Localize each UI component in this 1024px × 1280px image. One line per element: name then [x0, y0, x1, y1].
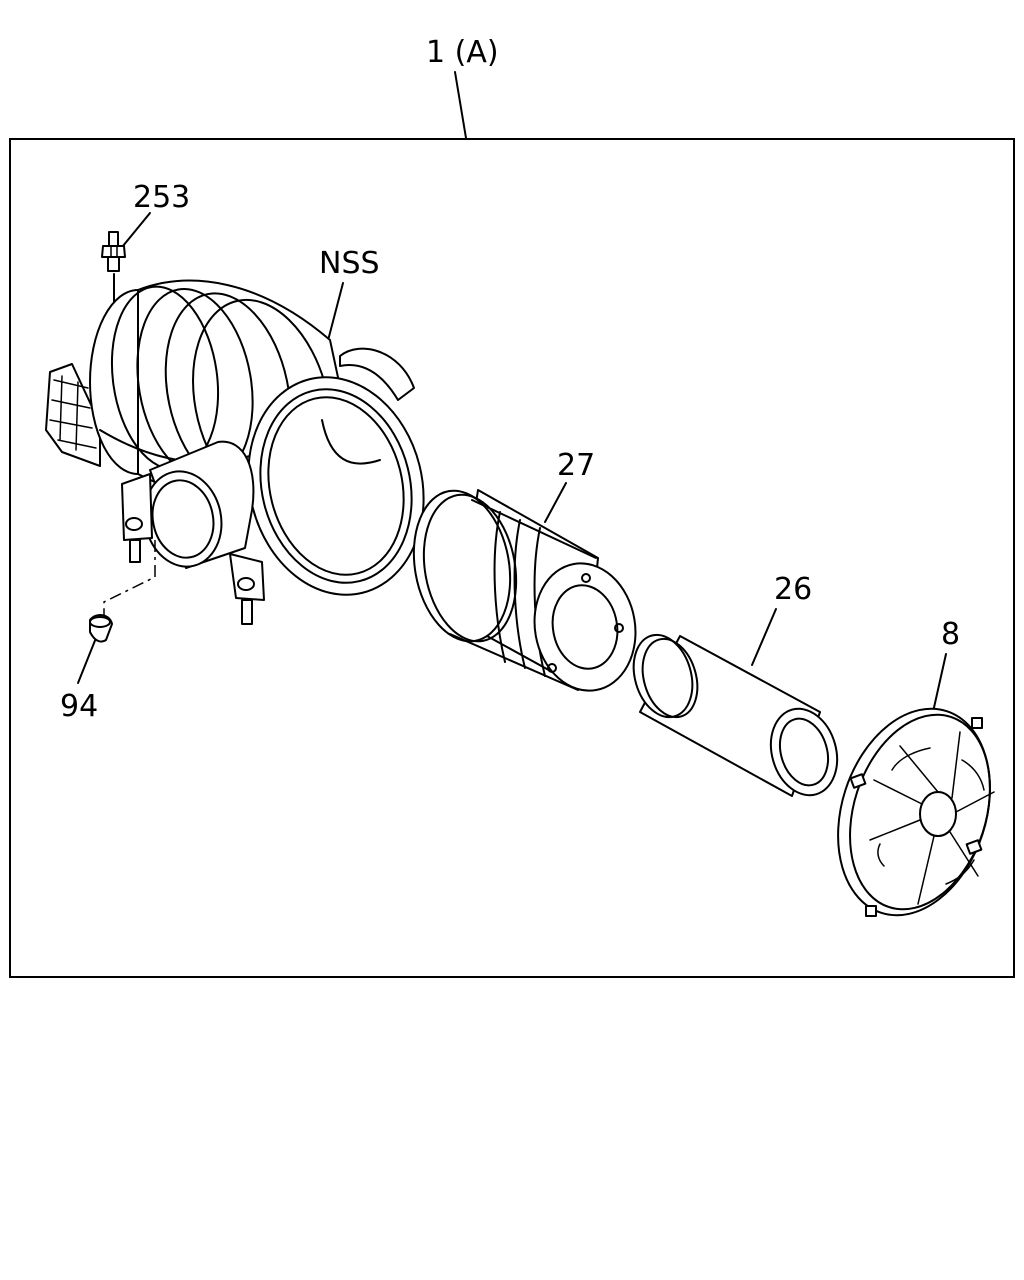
leader-8: [932, 653, 947, 713]
callout-8: 8: [941, 617, 960, 652]
assembly-frame: [9, 138, 1015, 978]
dust-valve-part-94: [89, 614, 113, 643]
housing-body-nss: [45, 279, 425, 625]
bolt-part-253: [101, 231, 126, 331]
cover-part-8: [837, 707, 995, 917]
inner-element-part-26: [632, 633, 839, 797]
assembly-leader: [454, 71, 467, 139]
callout-253: 253: [133, 180, 190, 215]
leader-27: [544, 482, 567, 523]
valve-alignment-line: [103, 540, 156, 615]
leader-26: [751, 608, 777, 666]
outer-element-part-27: [412, 489, 637, 692]
callout-26: 26: [774, 572, 812, 607]
leader-94: [77, 637, 97, 684]
callout-27: 27: [557, 448, 595, 483]
callout-nss: NSS: [319, 246, 380, 281]
assembly-label: 1 (A): [426, 35, 499, 70]
callout-94: 94: [60, 689, 98, 724]
